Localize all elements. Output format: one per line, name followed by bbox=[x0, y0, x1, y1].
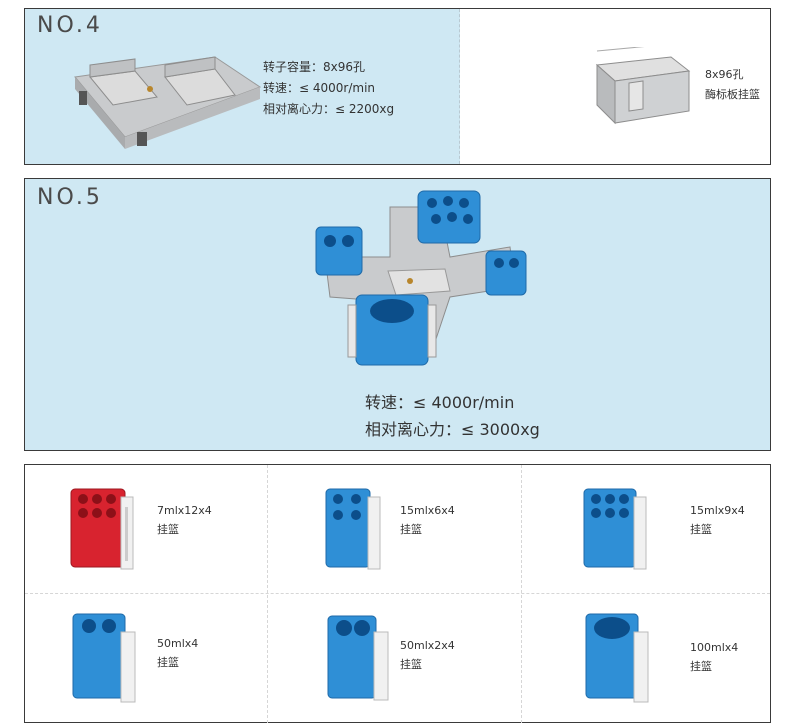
bucket-name: 挂篮 bbox=[690, 523, 712, 536]
bucket-spec: 7mlx12x4 bbox=[157, 504, 212, 517]
bucket-name: 挂篮 bbox=[690, 660, 712, 673]
bucket-grid: 7mlx12x4 挂篮 15mlx6x4 挂篮 15mlx9x4 挂篮 bbox=[24, 464, 771, 723]
bucket-100ml-4-image bbox=[585, 613, 649, 703]
bucket-spec: 50mlx4 bbox=[157, 637, 199, 650]
bucket-name: 挂篮 bbox=[157, 656, 179, 669]
no4-speed: 转速：≤ 4000r/min bbox=[263, 81, 376, 95]
plate-basket-image bbox=[595, 47, 691, 125]
no4-capacity: 转子容量：8x96孔 bbox=[263, 60, 366, 74]
no5-rcf: 相对离心力：≤ 3000xg bbox=[365, 420, 540, 439]
grid-divider bbox=[521, 465, 522, 723]
section-no5: NO.5 转速：≤ 4000r/min 相对离心力：≤ 3000xg bbox=[24, 178, 771, 451]
no4-rotor-panel: NO.4 转子容量：8x96孔 转速：≤ 4000r/min 相对离心力：≤ 2… bbox=[25, 9, 460, 164]
bucket-name: 挂篮 bbox=[400, 523, 422, 536]
plate-basket-caption: 8x96孔 酶标板挂篮 bbox=[705, 65, 760, 105]
bucket-50ml-4-image bbox=[72, 613, 136, 703]
bucket-caption: 50mlx2x4 挂篮 bbox=[400, 636, 455, 674]
bucket-caption: 100mlx4 挂篮 bbox=[690, 638, 738, 676]
section-no4: NO.4 转子容量：8x96孔 转速：≤ 4000r/min 相对离心力：≤ 2… bbox=[24, 8, 771, 165]
bucket-caption: 50mlx4 挂篮 bbox=[157, 634, 198, 672]
bucket-spec: 50mlx2x4 bbox=[400, 639, 455, 652]
bucket-name: 挂篮 bbox=[157, 523, 179, 536]
no5-heading: NO.5 bbox=[37, 185, 103, 210]
bucket-15ml-9-image bbox=[583, 488, 647, 570]
no5-specs: 转速：≤ 4000r/min 相对离心力：≤ 3000xg bbox=[365, 389, 540, 443]
bucket-item: 50mlx2x4 挂篮 bbox=[268, 594, 515, 722]
grid-divider bbox=[267, 465, 268, 723]
bucket-item: 50mlx4 挂篮 bbox=[25, 594, 272, 722]
plate-basket-spec: 8x96孔 bbox=[705, 68, 744, 81]
bucket-caption: 15mlx9x4 挂篮 bbox=[690, 501, 745, 539]
no4-specs: 转子容量：8x96孔 转速：≤ 4000r/min 相对离心力：≤ 2200xg bbox=[263, 57, 394, 120]
bucket-item: 100mlx4 挂篮 bbox=[522, 594, 769, 722]
no4-heading: NO.4 bbox=[37, 13, 103, 38]
plate-rotor-image bbox=[74, 56, 262, 149]
bucket-caption: 7mlx12x4 挂篮 bbox=[157, 501, 212, 539]
no4-rcf: 相对离心力：≤ 2200xg bbox=[263, 102, 395, 116]
bucket-spec: 15mlx9x4 bbox=[690, 504, 745, 517]
bucket-item: 15mlx6x4 挂篮 bbox=[268, 465, 515, 593]
bucket-7ml-image bbox=[70, 488, 134, 570]
bucket-item: 15mlx9x4 挂篮 bbox=[522, 465, 769, 593]
grid-divider bbox=[25, 593, 770, 594]
bucket-spec: 15mlx6x4 bbox=[400, 504, 455, 517]
bucket-caption: 15mlx6x4 挂篮 bbox=[400, 501, 455, 539]
bucket-15ml-6-image bbox=[325, 488, 381, 570]
bucket-spec: 100mlx4 bbox=[690, 641, 739, 654]
plate-basket-name: 酶标板挂篮 bbox=[705, 88, 760, 101]
swing-rotor-image bbox=[315, 190, 527, 366]
no5-speed: 转速：≤ 4000r/min bbox=[365, 393, 515, 412]
bucket-name: 挂篮 bbox=[400, 658, 422, 671]
bucket-50ml-2-image bbox=[327, 615, 389, 701]
bucket-item: 7mlx12x4 挂篮 bbox=[25, 465, 272, 593]
